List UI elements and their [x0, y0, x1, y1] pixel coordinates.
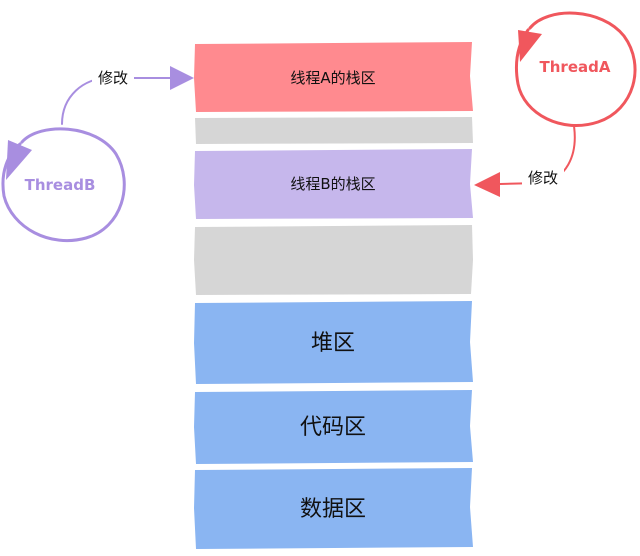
block-gap-2 [194, 225, 473, 295]
thread-b-node: ThreadB [1, 127, 126, 243]
edge-threada-label-bg [522, 166, 564, 188]
block-stack-b-label: 线程B的栈区 [290, 175, 375, 193]
block-stack-b: 线程B的栈区 [194, 149, 473, 219]
thread-a-arrowhead-icon [518, 30, 542, 62]
block-stack-a-label: 线程A的栈区 [290, 69, 375, 87]
thread-b-arrowhead-icon [6, 140, 32, 180]
edge-threada-to-stack-b: 修改 [474, 125, 576, 197]
block-stack-a-shape [194, 42, 473, 112]
edge-threadb-label-bg [92, 66, 134, 88]
block-stack-a: 线程A的栈区 [194, 42, 473, 112]
block-heap-label: 堆区 [311, 331, 355, 356]
block-code: 代码区 [194, 390, 473, 464]
edge-threadb-label: 修改 [98, 69, 128, 87]
edge-threadb-arrowhead-icon [170, 66, 194, 90]
block-gap-1-shape [195, 117, 473, 144]
thread-a-node: ThreadA [514, 11, 637, 128]
block-gap-1 [195, 117, 473, 144]
thread-a-label: ThreadA [540, 58, 611, 76]
edge-threada-label: 修改 [528, 169, 558, 187]
block-data-label: 数据区 [300, 497, 366, 522]
thread-b-circle [1, 127, 126, 243]
block-stack-b-shape [194, 149, 473, 219]
memory-blocks: 线程A的栈区 线程B的栈区 堆区 代码区 数据区 [194, 42, 473, 549]
block-data: 数据区 [194, 468, 473, 549]
block-heap: 堆区 [194, 301, 473, 384]
block-data-shape [194, 468, 473, 549]
block-heap-shape [194, 301, 473, 384]
block-code-label: 代码区 [300, 415, 366, 440]
edge-threada-arrowhead-icon [474, 172, 500, 197]
thread-b-label: ThreadB [25, 176, 96, 194]
edge-threadb-to-stack-a: 修改 [61, 66, 194, 125]
block-code-shape [194, 390, 473, 464]
block-gap-2-shape [194, 225, 473, 295]
thread-a-circle [514, 11, 637, 128]
